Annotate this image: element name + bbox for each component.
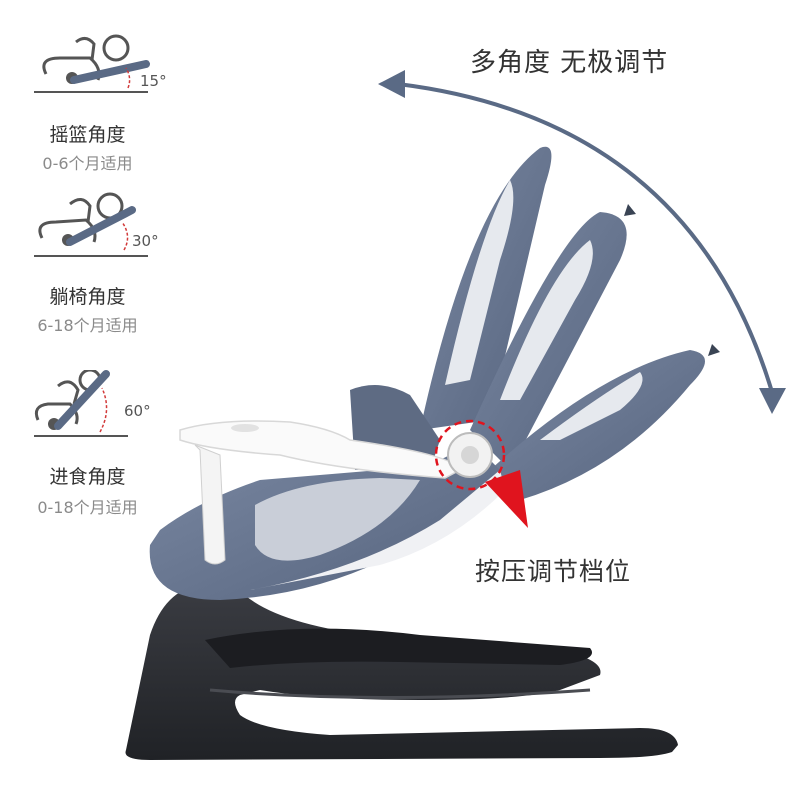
angle-adjust-arrow (378, 70, 786, 414)
angle-value: 15° (140, 72, 167, 90)
lounger-angle-icon (34, 192, 148, 257)
angle-value: 30° (132, 232, 159, 250)
feeding-tray (179, 420, 461, 565)
base-frame (125, 585, 678, 760)
mode-subtitle: 0-18个月适用 (37, 498, 138, 517)
cradle-angle-icon (34, 34, 150, 93)
mode-title: 摇篮角度 (49, 124, 126, 146)
mode-title: 进食角度 (49, 466, 126, 488)
press-adjust-label: 按压调节档位 (475, 557, 632, 586)
backrest-positions (420, 146, 720, 500)
seat-body (149, 385, 505, 600)
press-adjust-knob (434, 419, 528, 528)
mode-subtitle: 6-18个月适用 (37, 316, 138, 335)
mode-title: 躺椅角度 (49, 286, 126, 308)
feeding-angle-icon (34, 370, 128, 437)
headline: 多角度 无极调节 (470, 48, 669, 78)
press-pointer (485, 470, 528, 528)
mode-subtitle: 0-6个月适用 (42, 154, 133, 173)
angle-value: 60° (124, 402, 151, 420)
